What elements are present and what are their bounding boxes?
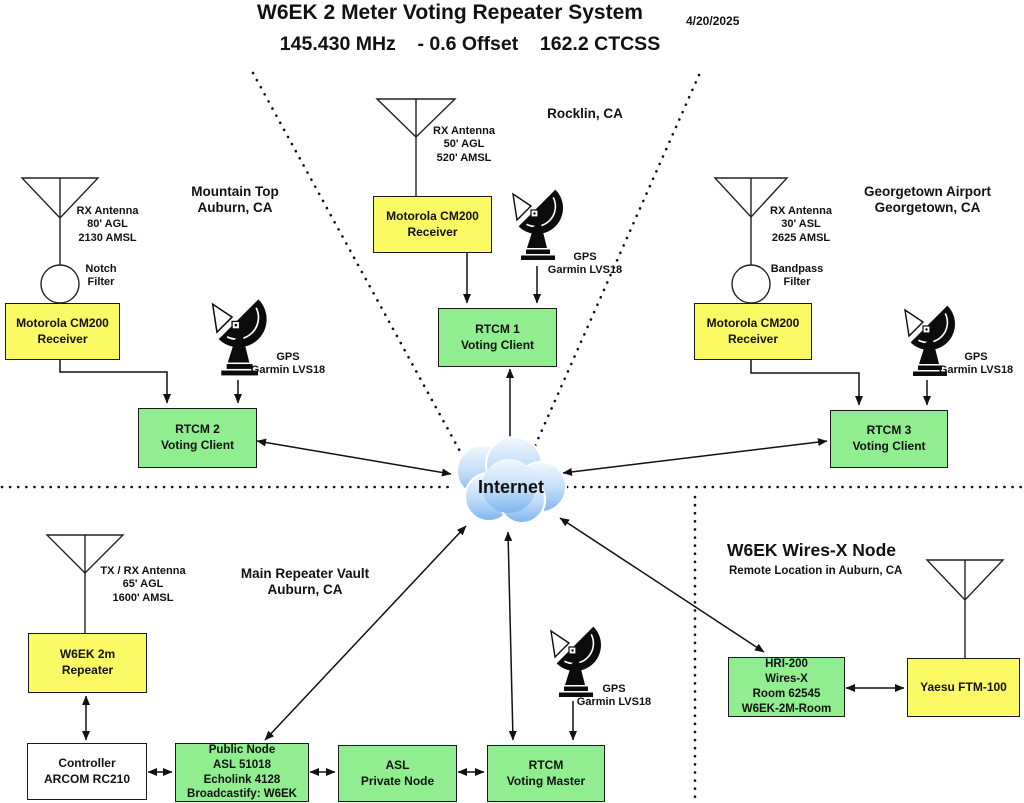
rtcm1-voting-client-box: RTCM 1 Voting Client (438, 308, 557, 367)
header-wiresx: W6EK Wires-X Node (727, 540, 897, 560)
connector-arrows (59, 253, 931, 776)
page-subtitle: 145.430 MHz - 0.6 Offset 162.2 CTCSS (279, 33, 661, 55)
satellite-dish-icon-rocklin (512, 188, 575, 261)
antenna-icons (20, 98, 1005, 658)
internet-label: Internet (477, 477, 544, 497)
header-mountain-top: Mountain Top Auburn, CA (191, 184, 279, 216)
asl-private-node-box: ASL Private Node (338, 745, 457, 802)
antenna-icon-rocklin (375, 98, 457, 196)
receiver-box-mountain-top: Motorola CM200 Receiver (5, 303, 120, 360)
inline-filter-icon-bandpass (731, 264, 771, 304)
antenna-label-rocklin: RX Antenna 50' AGL 520' AMSL (433, 125, 495, 164)
gps-label-mountain-top: GPS Garmin LVS18 (250, 351, 326, 377)
page-title: W6EK 2 Meter Voting Repeater System (257, 1, 643, 24)
antenna-label-main-vault: TX / RX Antenna 65' AGL 1600' AMSL (100, 565, 186, 604)
header-rocklin: Rocklin, CA (547, 106, 623, 121)
receiver-box-rocklin: Motorola CM200 Receiver (373, 196, 492, 253)
inline-filter-icon-notch (40, 264, 80, 304)
section-divider-dotted-lines (0, 71, 1024, 803)
header-georgetown: Georgetown Airport Georgetown, CA (864, 184, 991, 216)
antenna-label-mountain-top: RX Antenna 80' AGL 2130 AMSL (76, 205, 139, 244)
yaesu-ftm-100-box: Yaesu FTM-100 (907, 658, 1020, 717)
filter-label-notch: Notch Filter (85, 263, 117, 289)
antenna-icon-wiresx (925, 559, 1005, 658)
title-date: 4/20/2025 (686, 14, 740, 28)
antenna-icon-main-vault (45, 534, 125, 633)
subheader-wiresx: Remote Location in Auburn, CA (729, 565, 903, 577)
filter-label-bandpass: Bandpass Filter (770, 263, 824, 289)
w6ek-2m-repeater-box: W6EK 2m Repeater (28, 633, 147, 693)
antenna-label-georgetown: RX Antenna 30' ASL 2625 AMSL (770, 205, 832, 244)
receiver-box-georgetown: Motorola CM200 Receiver (694, 303, 812, 360)
hri-200-wiresx-box: HRI-200 Wires-X Room 62545 W6EK-2M-Room (728, 657, 845, 717)
rtcm-voting-master-box: RTCM Voting Master (487, 745, 605, 802)
cloud-icon (456, 436, 567, 524)
public-node-box: Public Node ASL 51018 Echolink 4128 Broa… (175, 743, 309, 802)
gps-label-rocklin: GPS Garmin LVS18 (547, 251, 623, 277)
controller-arcom-box: Controller ARCOM RC210 (27, 743, 147, 800)
header-main-vault: Main Repeater Vault Auburn, CA (240, 566, 370, 598)
gps-label-georgetown: GPS Garmin LVS18 (938, 351, 1014, 377)
gps-label-main-vault: GPS Garmin LVS18 (576, 683, 652, 709)
rtcm3-voting-client-box: RTCM 3 Voting Client (830, 410, 948, 468)
rtcm2-voting-client-box: RTCM 2 Voting Client (138, 408, 257, 468)
